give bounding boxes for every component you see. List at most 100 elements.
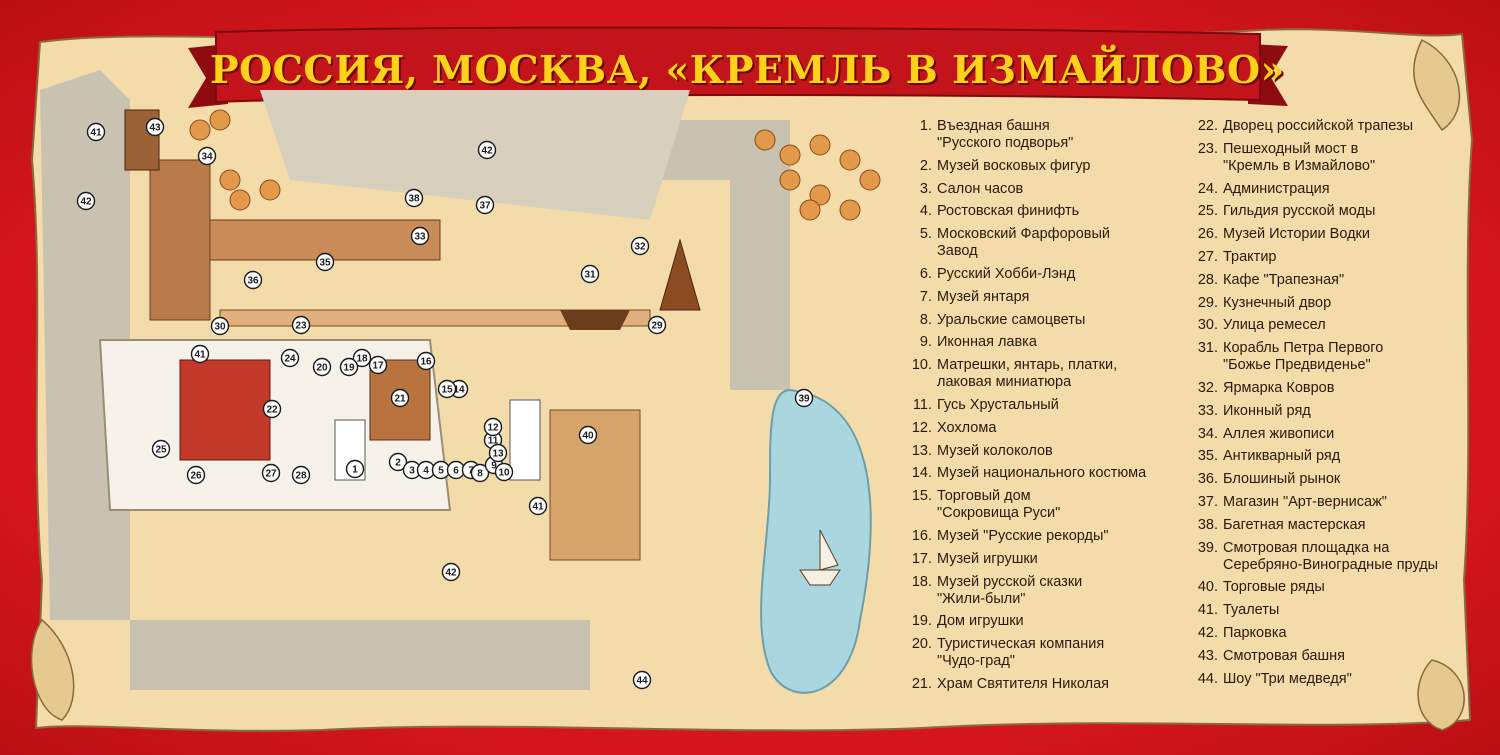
marker-number: 8 (477, 469, 483, 480)
map-marker-36[interactable]: 36 (243, 270, 263, 290)
legend-item: 12.Хохлома (898, 420, 1188, 437)
map-marker-18[interactable]: 18 (352, 348, 372, 368)
marker-number: 32 (634, 242, 646, 253)
map-marker-41[interactable]: 41 (528, 496, 548, 516)
map-marker-23[interactable]: 23 (291, 315, 311, 335)
legend-item: 28.Кафе "Трапезная" (1184, 272, 1474, 289)
marker-circle (262, 399, 282, 419)
map-marker-8[interactable]: 8 (470, 463, 490, 483)
legend-number: 22. (1197, 118, 1218, 134)
legend-label: Гильдия русской моды (1223, 203, 1376, 220)
map-marker-39[interactable]: 39 (794, 388, 814, 408)
marker-number: 25 (155, 445, 167, 456)
map-marker-34[interactable]: 34 (197, 146, 217, 166)
legend-item: 37.Магазин "Арт-вернисаж" (1184, 494, 1474, 511)
map-marker-27[interactable]: 27 (261, 463, 281, 483)
trees (189, 109, 881, 221)
legend-number: 20. (911, 636, 932, 653)
map-marker-38[interactable]: 38 (404, 188, 424, 208)
legend-item: 39.Смотровая площадка на Серебряно-Виног… (1184, 540, 1474, 574)
legend-label: Багетная мастерская (1223, 516, 1366, 533)
tree-icon (859, 169, 881, 191)
tree-icon (779, 169, 801, 191)
map-marker-19[interactable]: 19 (339, 357, 359, 377)
map-marker-44[interactable]: 44 (632, 670, 652, 690)
map-marker-26[interactable]: 26 (186, 465, 206, 485)
map-marker-37[interactable]: 37 (475, 195, 495, 215)
map-marker-24[interactable]: 24 (280, 348, 300, 368)
legend-number: 28. (1197, 271, 1218, 288)
legend-item: 34.Аллея живописи (1184, 426, 1474, 443)
legend-number: 12. (911, 419, 932, 436)
map-marker-32[interactable]: 32 (630, 236, 650, 256)
legend-label: Музей игрушки (937, 550, 1038, 567)
legend-label: Блошиный рынок (1223, 471, 1341, 488)
marker-number: 36 (247, 276, 259, 287)
map-marker-10[interactable]: 10 (494, 462, 514, 482)
map-title: РОССИЯ, МОСКВА, «КРЕМЛЬ В ИЗМАЙЛОВО» (210, 47, 1285, 92)
legend-item: 26.Музей Истории Водки (1184, 226, 1474, 243)
marker-number: 40 (582, 431, 594, 442)
map-marker-33[interactable]: 33 (410, 226, 430, 246)
map-marker-35[interactable]: 35 (315, 252, 335, 272)
legend-label: Туристическая компания "Чудо-град" (937, 636, 1105, 670)
marker-circle (280, 348, 300, 368)
map-marker-42[interactable]: 42 (441, 562, 461, 582)
map-marker-17[interactable]: 17 (368, 355, 388, 375)
legend-item: 9.Иконная лавка (898, 334, 1188, 351)
legend-number: 9. (919, 334, 932, 351)
legend-item: 20. Туристическая компания "Чудо-град" (898, 636, 1188, 670)
marker-number: 37 (479, 201, 491, 212)
map-marker-2[interactable]: 2 (388, 452, 408, 472)
legend-number: 2. (919, 157, 932, 174)
map-marker-41[interactable]: 41 (86, 122, 106, 142)
tree-icon (209, 109, 231, 131)
marker-number: 26 (190, 471, 202, 482)
legend-number: 27. (1197, 248, 1218, 265)
marker-circle (647, 315, 667, 335)
legend-label: Уральские самоцветы (937, 311, 1086, 328)
legend-column-1: 1.Въездная башня "Русского подворья"2.Му… (898, 118, 1188, 699)
legend-label: Магазин "Арт-вернисаж" (1223, 493, 1387, 510)
legend-item: 44.Шоу "Три медведя" (1184, 671, 1474, 688)
legend-label: Матрешки, янтарь, платки, лаковая миниат… (937, 357, 1118, 391)
marker-number: 38 (408, 194, 420, 205)
map-marker-20[interactable]: 20 (312, 357, 332, 377)
legend-label: Трактир (1223, 248, 1277, 265)
map-marker-28[interactable]: 28 (291, 465, 311, 485)
map-marker-43[interactable]: 43 (145, 117, 165, 137)
map-marker-42[interactable]: 42 (477, 140, 497, 160)
marker-number: 31 (584, 270, 596, 281)
marker-circle (86, 122, 106, 142)
map-marker-30[interactable]: 30 (210, 316, 230, 336)
map-marker-31[interactable]: 31 (580, 264, 600, 284)
map-marker-1[interactable]: 1 (345, 459, 365, 479)
map-marker-25[interactable]: 25 (151, 439, 171, 459)
marker-circle (578, 425, 598, 445)
map-marker-15[interactable]: 15 (437, 379, 457, 399)
map-marker-40[interactable]: 40 (578, 425, 598, 445)
map-marker-42[interactable]: 42 (76, 191, 96, 211)
marker-number: 2 (395, 458, 401, 469)
legend-label: Иконный ряд (1223, 402, 1311, 419)
map-marker-21[interactable]: 21 (390, 388, 410, 408)
tree-icon (809, 184, 831, 206)
map-marker-29[interactable]: 29 (647, 315, 667, 335)
legend-label: Антикварный ряд (1223, 448, 1341, 465)
marker-number: 5 (438, 466, 444, 477)
legend-label: Музей восковых фигур (937, 157, 1091, 174)
map-marker-12[interactable]: 12 (483, 417, 503, 437)
map-marker-16[interactable]: 16 (416, 351, 436, 371)
market-rows (149, 159, 211, 321)
marker-number: 41 (532, 502, 544, 513)
legend-number: 18. (911, 573, 932, 590)
map-marker-41[interactable]: 41 (190, 344, 210, 364)
marker-number: 28 (295, 471, 307, 482)
map-marker-13[interactable]: 13 (488, 443, 508, 463)
legend-item: 18.Музей русской сказки "Жили-были" (898, 574, 1188, 608)
legend-label: Кузнечный двор (1223, 294, 1332, 311)
map-marker-22[interactable]: 22 (262, 399, 282, 419)
marker-number: 42 (445, 568, 457, 579)
